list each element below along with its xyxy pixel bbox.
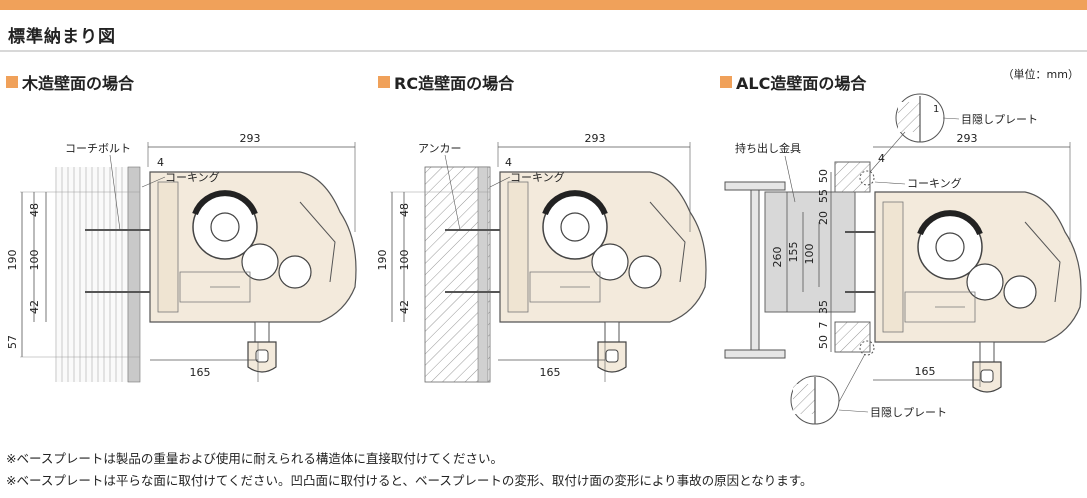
unit-label: （単位：mm）	[1002, 68, 1079, 81]
dim-50-bottom: 50	[817, 335, 830, 349]
dim-bottom: 165	[190, 366, 211, 379]
dim-155: 155	[787, 242, 800, 263]
rc-wall-diagram: 293 4 コーキング アンカー 165 190 100 48 42	[376, 132, 720, 383]
dim-bottom: 165	[540, 366, 561, 379]
wood-wall	[55, 167, 135, 382]
dim-20: 20	[817, 211, 830, 225]
dim-width: 293	[240, 132, 261, 145]
dim-gap: 4	[878, 152, 885, 165]
dim-width: 293	[957, 132, 978, 145]
bracket-label: 持ち出し金具	[735, 141, 801, 155]
alc-wall-diagram: 持ち出し金具 1 目隠しプレート 293 4 コーキング 260 155 100…	[724, 93, 1085, 425]
dim-42: 42	[398, 300, 411, 314]
wood-wall-diagram: 293 4 コーキング コーチボルト 165 190 100 48 42 57	[6, 132, 370, 383]
wall-board	[127, 166, 141, 383]
dim-100: 100	[398, 250, 411, 271]
dim-190: 190	[6, 250, 19, 271]
orange-square-icon	[720, 76, 732, 88]
anchor-label: アンカー	[418, 142, 462, 155]
bracket	[764, 191, 856, 313]
dim-width: 293	[585, 132, 606, 145]
dim-35: 35	[817, 300, 830, 314]
cover-plate-top-label: 目隠しプレート	[961, 113, 1038, 126]
orange-square-icon	[6, 76, 18, 88]
top-accent-bar	[0, 0, 1087, 10]
dim-57: 57	[6, 335, 19, 349]
dim-55: 55	[817, 189, 830, 203]
h-beam	[724, 181, 786, 191]
wall-finish	[477, 166, 489, 383]
title-divider	[0, 50, 1087, 52]
dim-48: 48	[398, 203, 411, 217]
alc-panel-bottom	[834, 321, 871, 353]
page-title: 標準納まり図	[8, 27, 116, 47]
section-heading-wood: 木造壁面の場合	[6, 70, 134, 94]
dim-gap: 4	[157, 156, 164, 169]
dim-100: 100	[803, 244, 816, 265]
note-1: ※ベースプレートは製品の重量および使用に耐えられる構造体に直接取付けてください。	[6, 451, 503, 466]
dim-bottom: 165	[915, 365, 936, 378]
cover-plate-bottom-label: 目隠しプレート	[870, 406, 947, 419]
dim-50-top: 50	[817, 169, 830, 183]
dim-42: 42	[28, 300, 41, 314]
bolt-label: コーチボルト	[65, 142, 131, 155]
caulk-label: コーキング	[907, 176, 962, 190]
caulk-label: コーキング	[510, 170, 565, 184]
orange-square-icon	[378, 76, 390, 88]
dim-260: 260	[771, 247, 784, 268]
dim-48: 48	[28, 203, 41, 217]
section-heading-alc: ALC造壁面の場合	[720, 70, 866, 94]
alc-panel-top	[834, 161, 871, 193]
note-2: ※ベースプレートは平らな面に取付けてください。凹凸面に取付けると、ベースプレート…	[6, 473, 813, 488]
detail-dim: 1	[933, 104, 939, 115]
dim-100: 100	[28, 250, 41, 271]
caulk-label: コーキング	[165, 170, 220, 184]
dim-gap: 4	[505, 156, 512, 169]
section-heading-rc: RC造壁面の場合	[378, 70, 514, 94]
dim-190: 190	[376, 250, 389, 271]
dim-7: 7	[817, 322, 830, 329]
